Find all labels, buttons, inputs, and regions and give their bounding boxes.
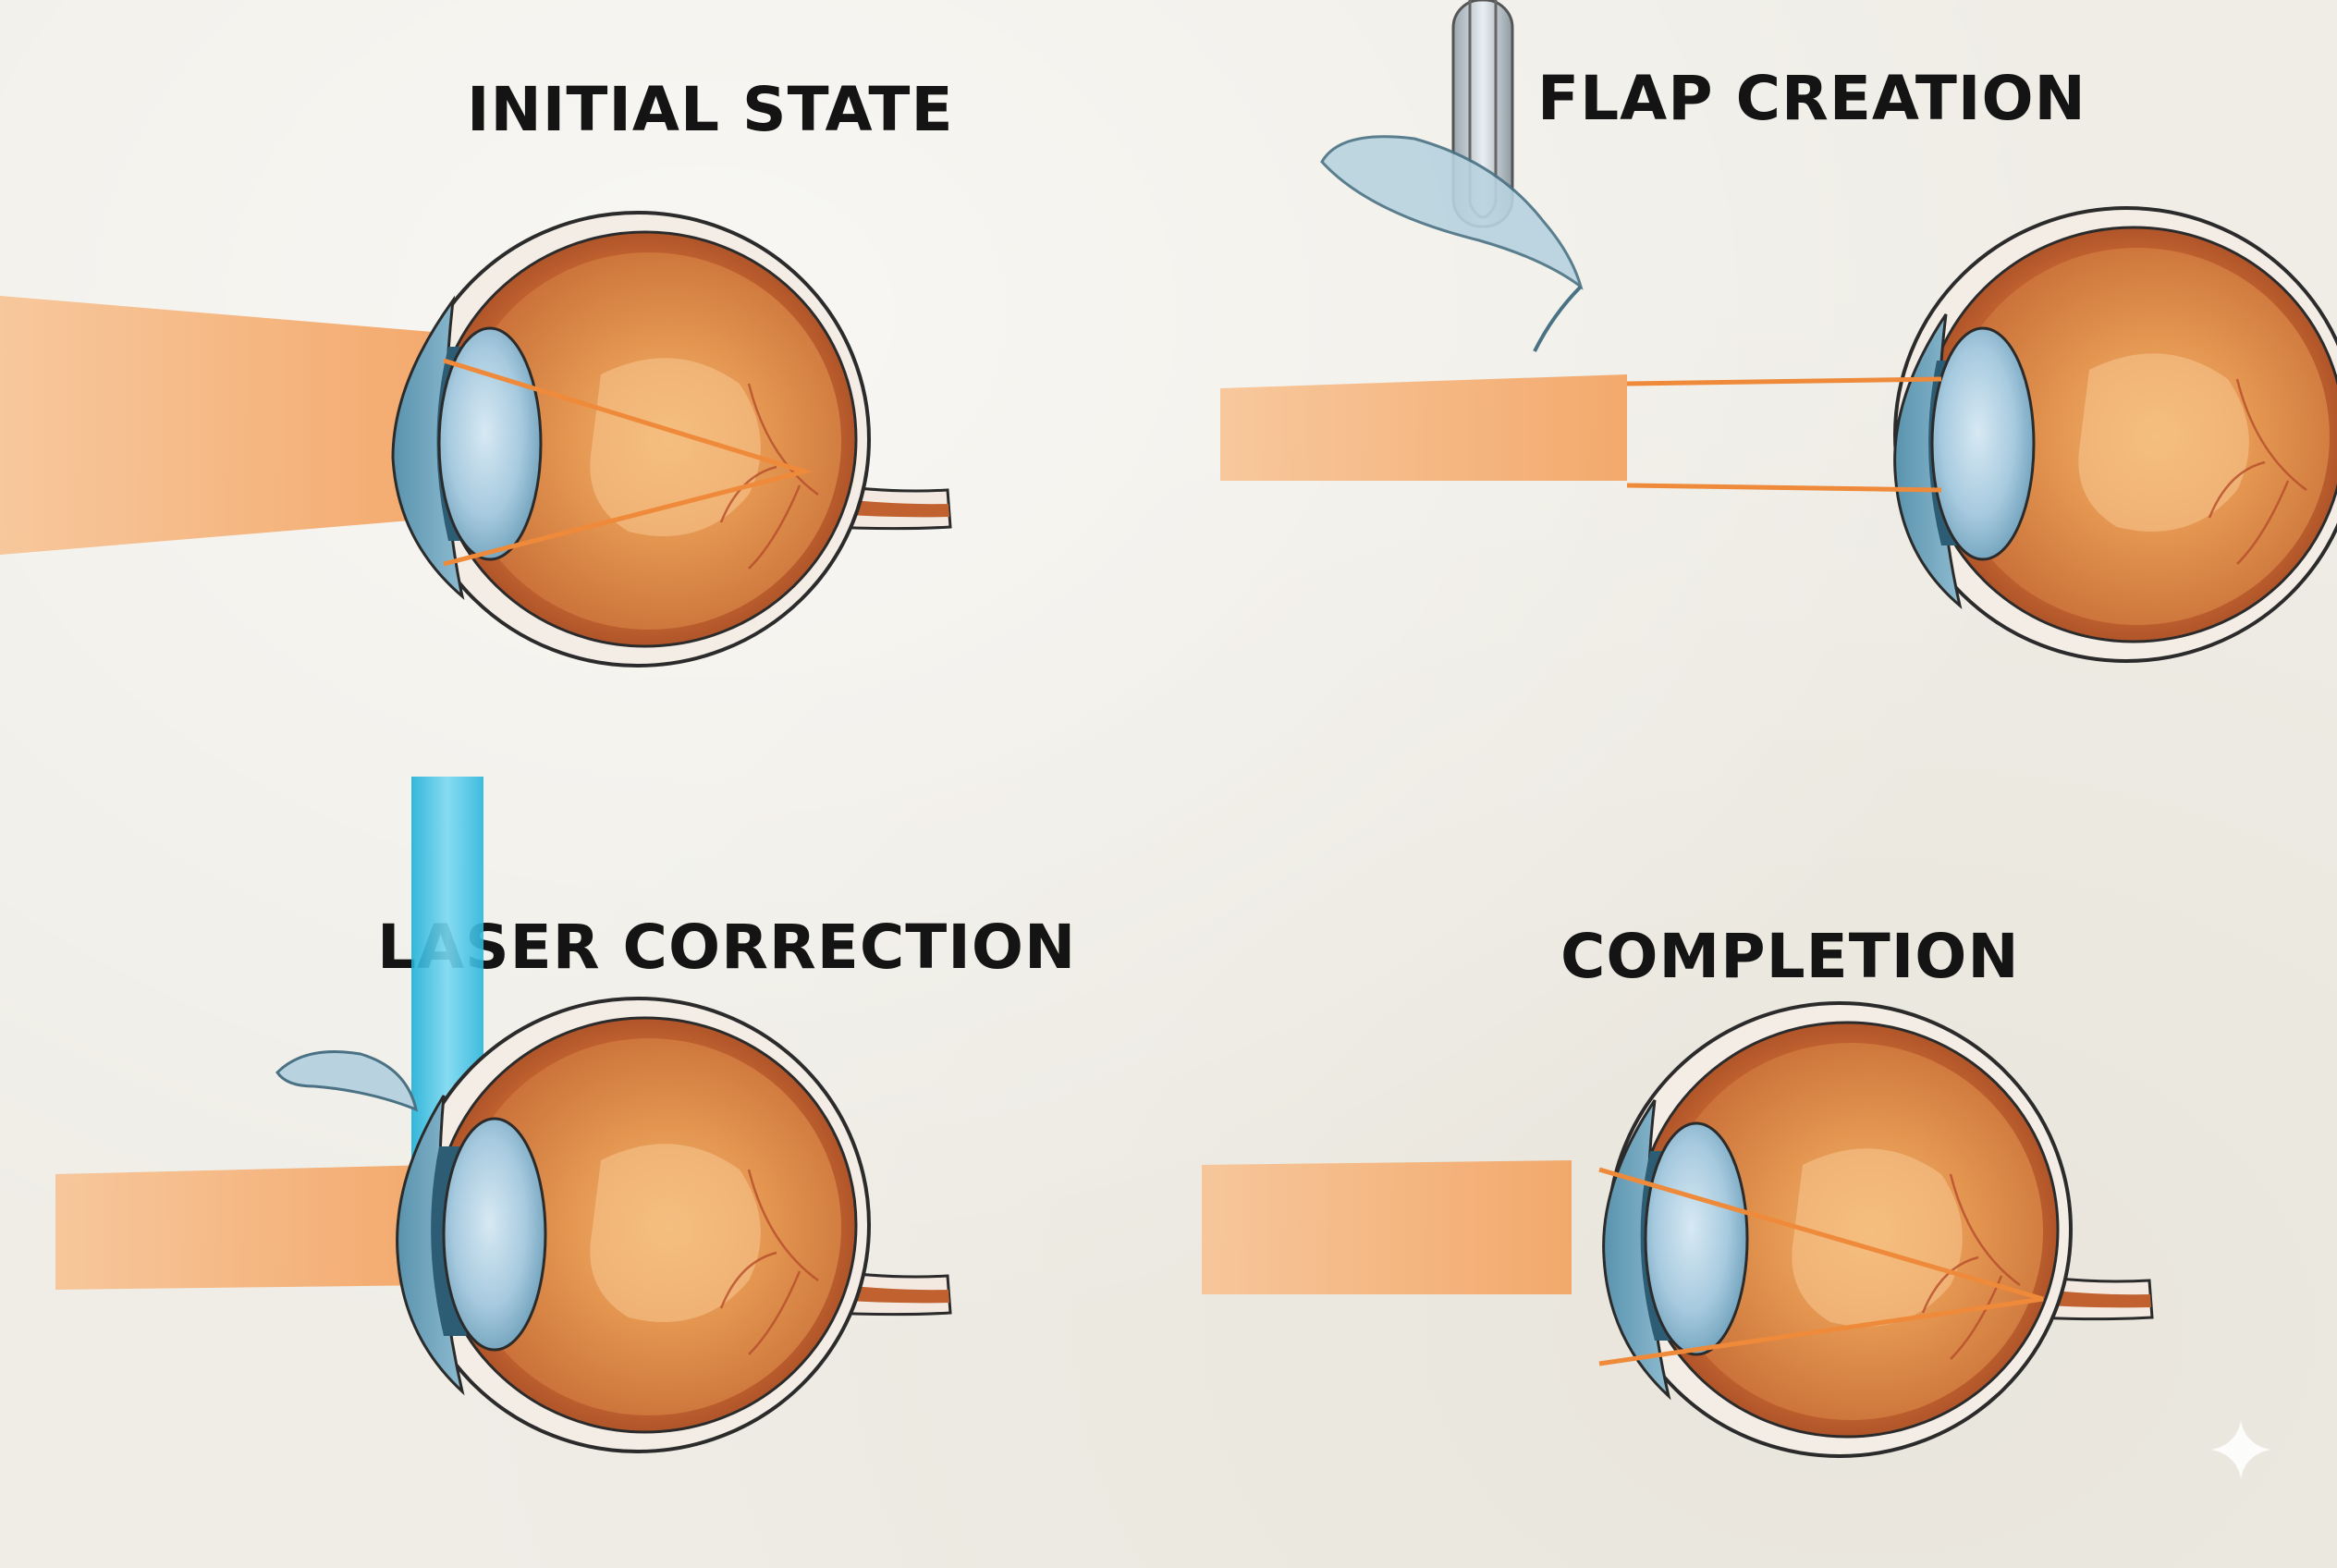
panel-title-flap-creation: FLAP CREATION — [1537, 63, 2086, 134]
panel-title-completion: COMPLETION — [1560, 921, 2020, 992]
incoming-light-beam — [1202, 1160, 1572, 1294]
eye-diagram-flap-creation — [1220, 0, 2337, 663]
microkeratome-icon — [1320, 0, 1584, 352]
incoming-light-beam — [0, 296, 444, 555]
incoming-light-beam — [1220, 374, 1627, 481]
panel-title-initial-state: INITIAL STATE — [467, 74, 954, 145]
panel-title-laser-correction: LASER CORRECTION — [377, 912, 1077, 983]
sparkle-icon — [2211, 1420, 2270, 1479]
eye-diagram-completion — [1202, 1001, 2154, 1458]
eye-diagram-initial-state — [0, 211, 952, 668]
incoming-light-beam — [55, 1165, 434, 1290]
eye-diagram-laser-correction — [55, 777, 952, 1453]
